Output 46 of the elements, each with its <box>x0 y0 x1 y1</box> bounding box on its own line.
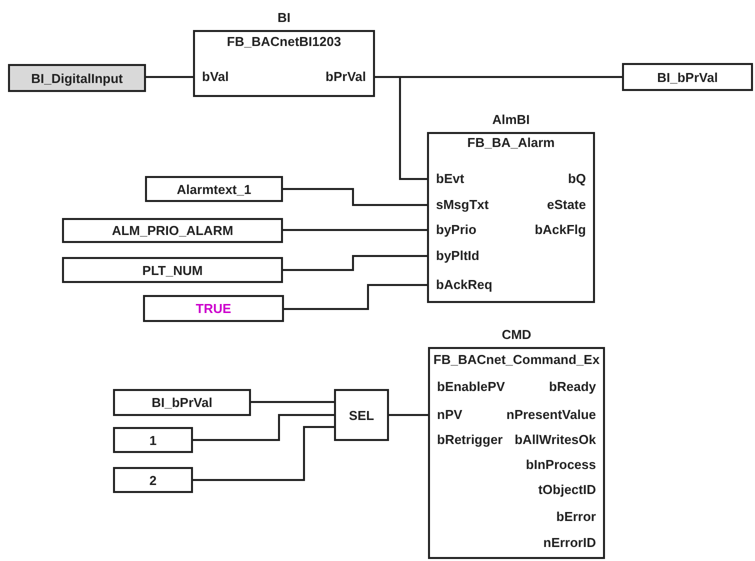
block-type-name: FB_BA_Alarm <box>466 135 556 151</box>
connector-line <box>251 401 334 403</box>
input-pin-label: nPV <box>437 407 462 423</box>
input-pin-label: bVal <box>202 69 229 85</box>
block-type-name: FB_BACnet_Command_Ex <box>432 352 601 368</box>
block-type-name: FB_BACnetBI1203 <box>226 34 342 50</box>
connector-line <box>283 255 427 271</box>
connector-line <box>375 76 427 180</box>
variable-box: TRUE <box>143 295 284 322</box>
output-pin-label: bInProcess <box>526 457 596 473</box>
variable-box: BI_bPrVal <box>622 63 753 91</box>
output-pin-label: bReady <box>549 379 596 395</box>
output-pin-label: bError <box>556 509 596 525</box>
variable-box: BI_bPrVal <box>113 389 251 416</box>
output-pin-label: bAckFlg <box>534 222 586 238</box>
input-pin-label: byPltId <box>436 248 480 264</box>
variable-box: 2 <box>113 467 193 493</box>
input-pin-label: byPrio <box>436 222 476 238</box>
output-pin-label: nErrorID <box>543 535 596 551</box>
connector-line <box>283 188 427 206</box>
output-pin-label: nPresentValue <box>506 407 596 423</box>
connector-line <box>389 414 428 416</box>
output-pin-label: tObjectID <box>538 482 596 498</box>
input-pin-label: sMsgTxt <box>436 197 489 213</box>
output-pin-label: bAllWritesOk <box>514 432 596 448</box>
instance-name: BI <box>276 10 292 26</box>
input-pin-label: bEvt <box>436 171 464 187</box>
input-pin-label: bAckReq <box>436 277 492 293</box>
output-pin-label: bQ <box>568 171 586 187</box>
variable-box: PLT_NUM <box>62 257 283 283</box>
variable-box: Alarmtext_1 <box>145 176 283 202</box>
output-pin-label: eState <box>546 197 586 213</box>
variable-box: SEL <box>334 389 389 441</box>
connector-line <box>193 414 334 441</box>
input-pin-label: bEnablePV <box>437 379 505 395</box>
variable-box: BI_DigitalInput <box>8 64 146 92</box>
instance-name: AlmBI <box>491 112 531 128</box>
connector-line <box>284 284 427 310</box>
instance-name: CMD <box>500 327 532 343</box>
output-pin-label: bPrVal <box>326 69 366 85</box>
connector-line <box>146 76 193 78</box>
variable-box: ALM_PRIO_ALARM <box>62 218 283 243</box>
connector-line <box>283 229 427 231</box>
connector-line <box>193 426 334 481</box>
input-pin-label: bRetrigger <box>437 432 503 448</box>
variable-box: 1 <box>113 427 193 453</box>
